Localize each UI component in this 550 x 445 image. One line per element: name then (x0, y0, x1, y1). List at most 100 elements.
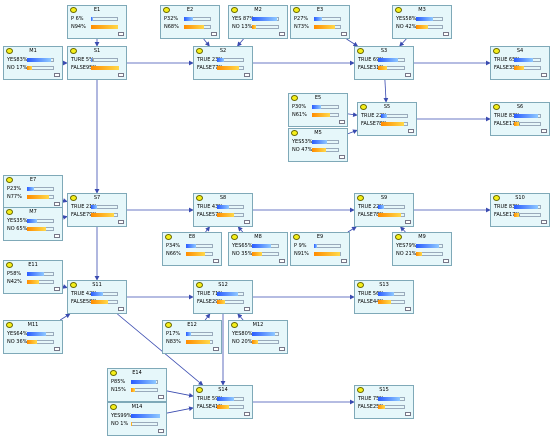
state-row-false: N94% (71, 24, 120, 30)
probability-track (131, 422, 158, 426)
state-row-false: N61% (292, 112, 341, 118)
state-row-false: N77% (7, 194, 56, 200)
expand-button[interactable] (341, 32, 347, 36)
expand-button[interactable] (158, 429, 164, 433)
state-label: P 6% (71, 16, 84, 22)
expand-button[interactable] (54, 202, 60, 206)
expand-button[interactable] (244, 73, 250, 77)
state-label: FALSE25% (358, 404, 385, 410)
probability-bar (378, 397, 400, 401)
expand-button[interactable] (339, 155, 345, 159)
expand-button[interactable] (541, 129, 547, 133)
probability-bar (416, 25, 428, 29)
state-row-true: TRUE 21% (71, 204, 120, 210)
probability-bar (252, 252, 262, 256)
state-row-false: NO 21% (396, 251, 445, 257)
state-row-true: TRUE 69% (358, 57, 407, 63)
state-label: FALSE35% (494, 65, 521, 71)
expand-button[interactable] (408, 129, 414, 133)
state-label: TRUE 22% (358, 204, 385, 210)
expand-button[interactable] (443, 259, 449, 263)
state-row-true: TRUE 22% (361, 113, 410, 119)
expand-button[interactable] (541, 220, 547, 224)
expand-button[interactable] (211, 32, 217, 36)
probability-bar (27, 219, 37, 223)
expand-button[interactable] (541, 73, 547, 77)
expand-button[interactable] (443, 32, 449, 36)
probability-bar (514, 213, 519, 217)
expand-button[interactable] (244, 220, 250, 224)
probability-bar (91, 58, 92, 62)
expand-button[interactable] (279, 32, 285, 36)
state-row-true: TRUE 65% (494, 57, 543, 63)
expand-button[interactable] (213, 347, 219, 351)
expand-button[interactable] (54, 287, 60, 291)
expand-button[interactable] (54, 234, 60, 238)
bulb-icon (231, 7, 238, 13)
state-row-true: P17% (166, 331, 215, 337)
expand-button[interactable] (54, 347, 60, 351)
expand-button[interactable] (54, 73, 60, 77)
expand-button[interactable] (118, 220, 124, 224)
probability-bar (91, 300, 108, 304)
expand-button[interactable] (341, 259, 347, 263)
state-label: FALSE78% (361, 121, 388, 127)
node-title: S6 (516, 104, 524, 110)
bulb-icon (110, 404, 117, 410)
expand-button[interactable] (405, 307, 411, 311)
edge-m11-s11 (59, 313, 71, 321)
expand-button[interactable] (405, 220, 411, 224)
expand-button[interactable] (244, 307, 250, 311)
expand-button[interactable] (279, 347, 285, 351)
expand-button[interactable] (405, 73, 411, 77)
state-row-true: TURE 5% (71, 57, 120, 63)
expand-button[interactable] (118, 32, 124, 36)
expand-button[interactable] (405, 412, 411, 416)
expand-button[interactable] (118, 307, 124, 311)
expand-button[interactable] (118, 73, 124, 77)
state-label: FALSE17% (494, 121, 521, 127)
expand-button[interactable] (279, 259, 285, 263)
expand-button[interactable] (213, 259, 219, 263)
state-label: FALSE78% (358, 212, 385, 218)
expand-button[interactable] (158, 395, 164, 399)
expand-button[interactable] (339, 120, 345, 124)
expand-button[interactable] (244, 412, 250, 416)
